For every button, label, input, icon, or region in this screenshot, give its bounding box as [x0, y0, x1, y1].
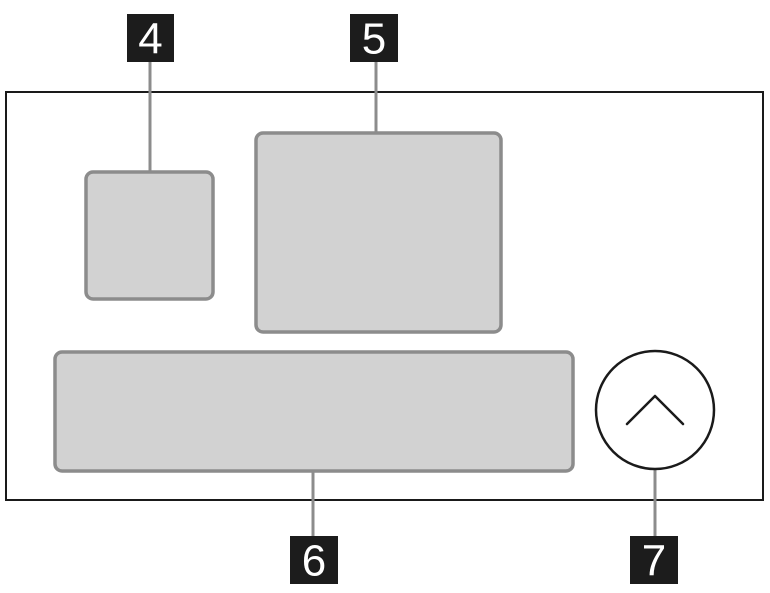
callout-6: 6	[290, 536, 338, 586]
callout-4-box	[127, 14, 174, 62]
callout-7-label: 7	[642, 537, 666, 586]
chevron-up-icon	[625, 394, 685, 426]
callout-5: 5	[350, 14, 398, 64]
callout-6-label: 6	[302, 537, 326, 586]
region-5[interactable]	[254, 131, 503, 334]
callout-6-box	[290, 536, 338, 584]
callout-5-box	[350, 14, 398, 62]
region-4[interactable]	[84, 170, 215, 301]
callout-4: 4	[127, 14, 174, 64]
callout-4-label: 4	[138, 15, 162, 64]
region-6[interactable]	[53, 350, 575, 473]
scroll-up-button[interactable]	[594, 349, 716, 471]
callout-5-label: 5	[362, 15, 386, 64]
callout-7: 7	[630, 536, 678, 586]
callout-7-box	[630, 536, 678, 584]
scroll-up-button-circle	[594, 349, 716, 471]
